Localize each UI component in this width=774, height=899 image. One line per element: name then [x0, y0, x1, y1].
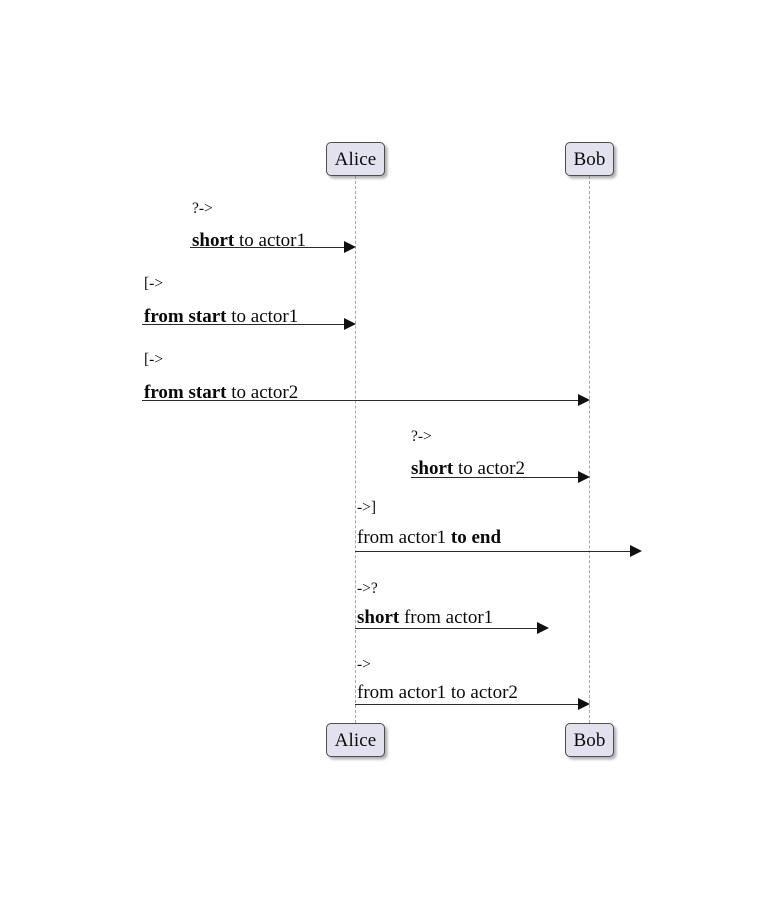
message-2-arrow-shaft	[142, 324, 344, 325]
message-6-arrow-shaft	[355, 628, 537, 629]
message-1-label-rest: to actor1	[234, 230, 306, 251]
message-2-notation: [->	[144, 275, 164, 292]
message-7-arrow-head	[578, 698, 590, 710]
participant-alice-top[interactable]: Alice	[326, 142, 385, 176]
lifeline-bob	[589, 176, 590, 723]
message-3-notation: [->	[144, 351, 164, 368]
message-6-notation: ->?	[357, 580, 378, 597]
message-3-label-bold: from start	[144, 382, 227, 403]
message-3-arrow-head	[578, 394, 590, 406]
message-5-arrow-shaft	[355, 551, 630, 552]
message-2-label-rest: to actor1	[226, 306, 299, 327]
participant-bob-top[interactable]: Bob	[565, 142, 614, 176]
message-5-notation: ->]	[357, 499, 377, 516]
message-7-arrow-shaft	[355, 704, 578, 705]
message-5-label: from actor1 to end	[357, 528, 501, 547]
message-1-label: short to actor1	[192, 231, 306, 250]
message-4-arrow-head	[578, 471, 590, 483]
participant-alice-bottom-label: Alice	[334, 729, 377, 751]
message-7-label-head: from actor1 to actor2	[357, 682, 518, 703]
message-7-label: from actor1 to actor2	[357, 683, 518, 702]
message-2-arrow-head	[344, 318, 356, 330]
message-6-label: short from actor1	[357, 608, 493, 627]
message-4-notation: ?->	[411, 428, 432, 445]
message-5-label-bold: to end	[450, 527, 502, 548]
message-3-arrow-shaft	[142, 400, 578, 401]
message-4-label: short to actor2	[411, 459, 525, 478]
message-5-label-head: from actor1	[357, 527, 451, 548]
participant-bob-bottom[interactable]: Bob	[565, 723, 614, 757]
participant-alice-top-label: Alice	[334, 148, 377, 170]
message-4-label-bold: short	[411, 458, 454, 479]
message-4-label-rest: to actor2	[453, 458, 525, 479]
participant-bob-top-label: Bob	[573, 148, 606, 170]
message-3-label: from start to actor2	[144, 383, 298, 402]
message-6-arrow-head	[537, 622, 549, 634]
message-1-notation: ?->	[192, 200, 213, 217]
message-3-label-rest: to actor2	[226, 382, 299, 403]
message-7-notation: ->	[357, 656, 371, 673]
message-5-arrow-head	[630, 545, 642, 557]
message-1-arrow-shaft	[190, 247, 344, 248]
lifeline-alice	[355, 176, 356, 723]
participant-bob-bottom-label: Bob	[573, 729, 606, 751]
message-2-label: from start to actor1	[144, 307, 298, 326]
participant-alice-bottom[interactable]: Alice	[326, 723, 385, 757]
message-6-label-bold: short	[357, 607, 400, 628]
message-4-arrow-shaft	[411, 477, 578, 478]
message-2-label-bold: from start	[144, 306, 227, 327]
message-1-arrow-head	[344, 241, 356, 253]
message-6-label-rest: from actor1	[399, 607, 494, 628]
message-1-label-bold: short	[192, 230, 235, 251]
